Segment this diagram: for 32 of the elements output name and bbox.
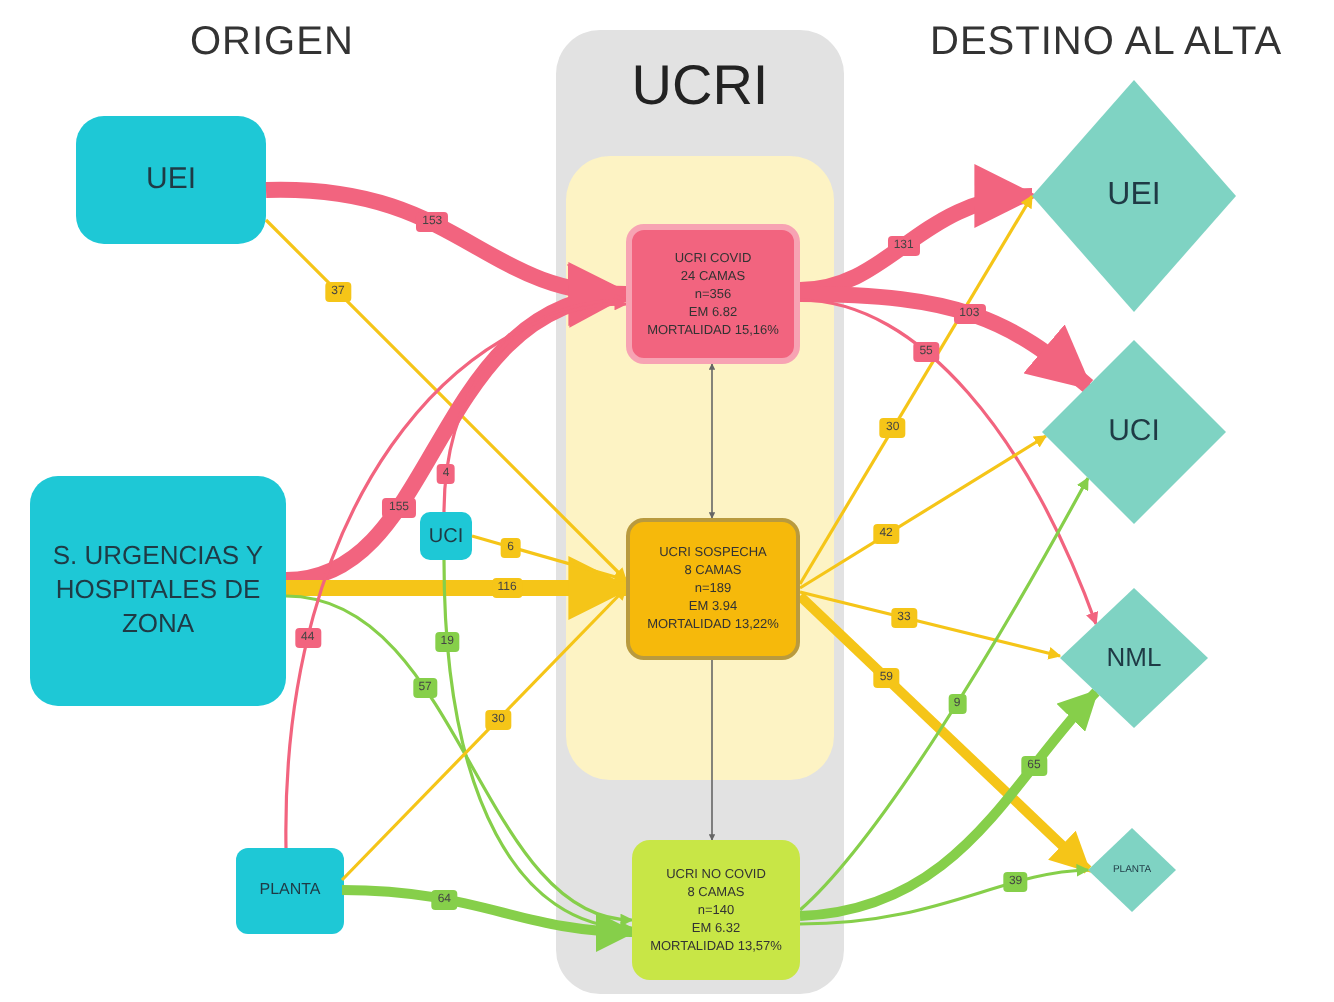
node-label: PLANTA	[259, 880, 321, 902]
flow-arrow	[799, 434, 1048, 590]
destination-diamond	[1088, 828, 1176, 912]
section-heading: DESTINO AL ALTA	[930, 20, 1283, 66]
flow-arrow	[799, 688, 1100, 921]
unit-box	[626, 224, 800, 364]
flow-arrow	[799, 286, 1094, 393]
node-label: UEI	[145, 160, 196, 200]
flow-arrow	[708, 659, 716, 841]
destination-diamond	[1060, 588, 1208, 728]
node-label: NML	[1106, 641, 1162, 675]
flow-arrow	[798, 194, 1034, 585]
flow-arrow	[799, 590, 1062, 660]
flow-arrow	[708, 363, 716, 519]
origin-box	[236, 848, 344, 934]
flow-arrow	[798, 476, 1090, 912]
column-heading: UCRI	[631, 54, 769, 118]
unit-box	[626, 518, 800, 660]
flow-arrow	[799, 864, 1090, 926]
ucri-band	[556, 30, 844, 994]
origin-box	[76, 116, 266, 244]
flow-arrow	[796, 592, 1092, 874]
node-label: UEI	[1107, 175, 1161, 216]
flow-arrow	[285, 594, 634, 925]
unit-box	[632, 840, 800, 980]
section-heading: ORIGEN	[190, 20, 354, 66]
node-label: S. URGENCIAS Y HOSPITALES DE ZONA	[50, 540, 266, 642]
origin-box	[30, 476, 286, 706]
destination-diamond	[1032, 80, 1236, 312]
destination-diamond	[1042, 340, 1226, 524]
node-label: UCI	[1108, 412, 1160, 452]
flow-arrow	[341, 885, 636, 951]
